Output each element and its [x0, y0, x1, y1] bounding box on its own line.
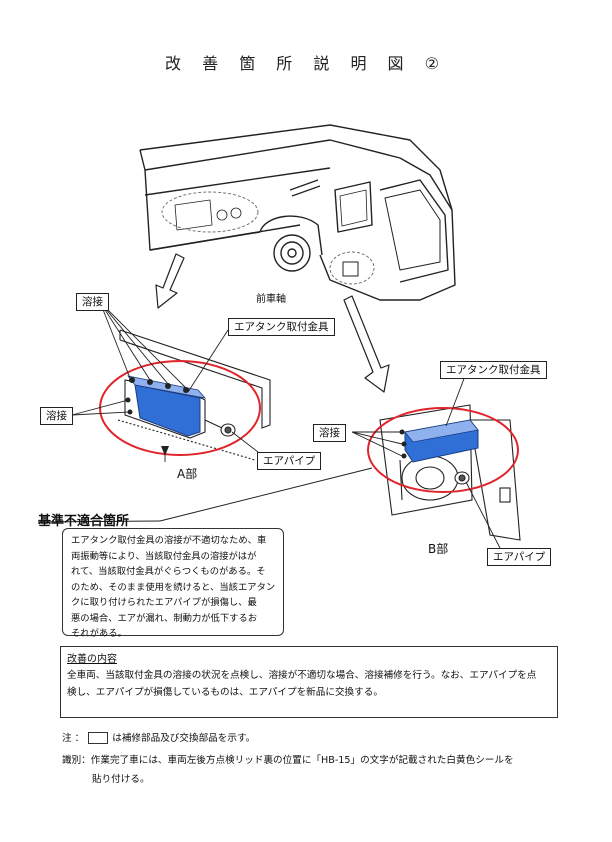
identification-note: 識別：作業完了車には、車両左後方点検リッド裏の位置に「HB-15」の文字が記載さ…	[62, 752, 514, 766]
desc-line: エアタンク取付金具の溶接が不適切なため、車	[71, 535, 267, 546]
pointer-arrows	[155, 253, 390, 393]
desc-line: それがある。	[71, 628, 127, 639]
air-pipe-label-a: エアパイプ	[257, 452, 322, 470]
page-title: 改 善 箇 所 説 明 図 ②	[165, 54, 447, 73]
nonconformity-description: エアタンク取付金具の溶接が不適切なため、車 両振動等により、当該取付金具の溶接が…	[62, 528, 284, 639]
weld-label-left: 溶接	[40, 407, 73, 425]
note-prefix: 注 ：	[62, 733, 85, 744]
part-a-label: A部	[177, 467, 198, 481]
note-text: は補修部品及び交換部品を示す。	[112, 733, 256, 744]
part-b-label: B部	[428, 542, 449, 556]
bus-illustration	[139, 124, 456, 301]
improvement-heading: 改善の内容	[67, 654, 117, 665]
id-prefix: 識別：	[62, 755, 91, 766]
weld-label-b: 溶接	[313, 424, 346, 442]
desc-line: クに取り付けられたエアパイプが損傷し、最	[71, 597, 257, 608]
improvement-line: 検し、エアパイプが損傷しているものは、エアパイプを新品に交換する。	[67, 687, 383, 698]
desc-line: 悪の場合、エアが漏れ、制動力が低下するお	[71, 612, 258, 624]
desc-line: のため、そのまま使用を続けると、当該エアタン	[71, 581, 276, 593]
bus-callout-a	[161, 191, 259, 233]
highlight-circle-a	[99, 360, 261, 456]
weld-label-top: 溶接	[76, 293, 109, 311]
improvement-line: 全車両、当該取付金具の溶接の状況を点検し、溶接が不適切な場合、溶接補修を行う。な…	[67, 670, 537, 681]
id-line-1: 作業完了車には、車両左後方点検リッド裏の位置に「HB-15」の文字が記載された白…	[90, 755, 514, 766]
nonconformity-heading: 基準不適合箇所	[38, 514, 130, 529]
front-axle-label: 前車軸	[256, 294, 286, 305]
desc-line: 両振動等により、当該取付金具の溶接がはが	[71, 550, 257, 562]
identification-note-cont: 貼り付ける。	[92, 774, 150, 785]
air-pipe-label-b: エアパイプ	[487, 548, 552, 566]
improvement-box: 改善の内容 全車両、当該取付金具の溶接の状況を点検し、溶接が不適切な場合、溶接補…	[60, 646, 558, 718]
air-tank-mount-label-b: エアタンク取付金具	[440, 361, 547, 379]
bus-callout-b	[329, 251, 375, 285]
desc-line: れて、当該取付金具がぐらつくものがある。そ	[71, 566, 266, 577]
highlight-circle-b	[367, 407, 519, 493]
air-tank-mount-label-a: エアタンク取付金具	[228, 318, 335, 336]
note-legend: 注 ： は補修部品及び交換部品を示す。	[62, 730, 255, 744]
air-tank-mount-a	[134, 384, 201, 437]
legend-box-icon	[88, 732, 109, 744]
